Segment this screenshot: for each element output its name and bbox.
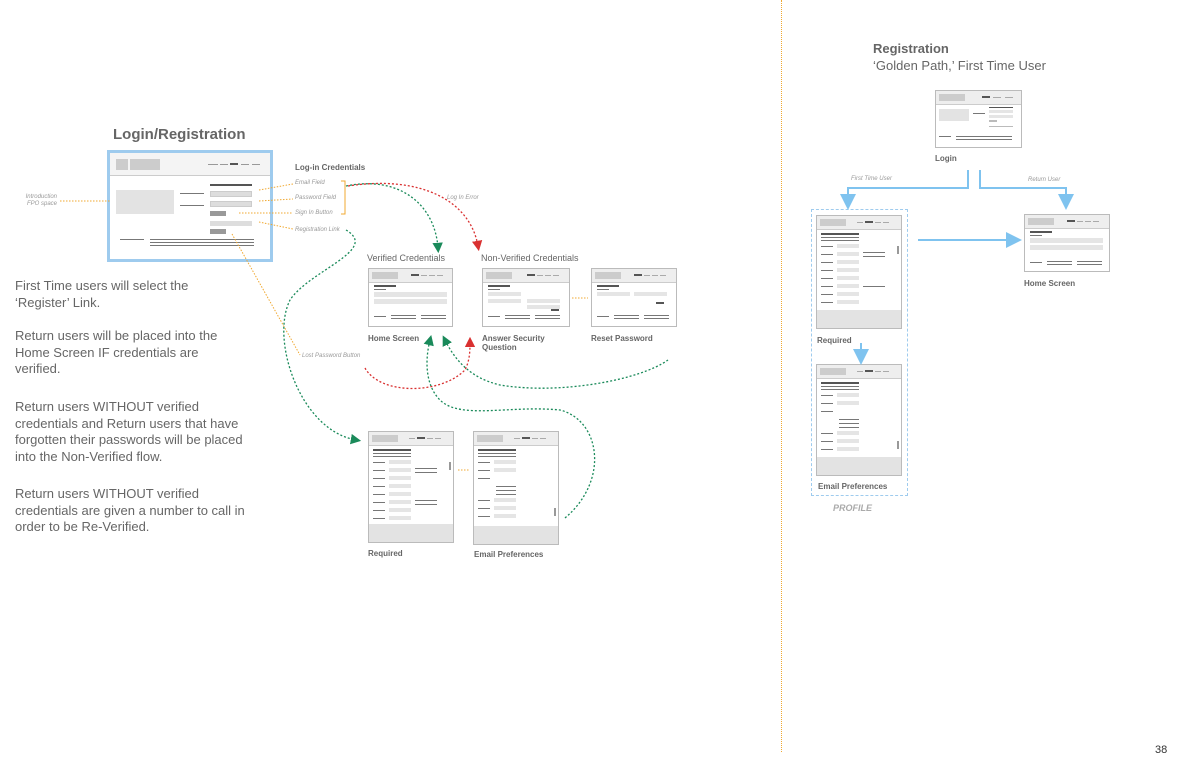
right-flow-arrows: [840, 170, 1074, 365]
password-field-annotation: Password Field: [295, 195, 337, 201]
reset-password-wireframe: [591, 268, 677, 327]
profile-label: PROFILE: [833, 503, 873, 513]
login-registration-title: Login/Registration: [113, 126, 246, 143]
right-home-screen-label: Home Screen: [1024, 279, 1076, 288]
return-user-label: Return User: [1028, 177, 1061, 183]
right-login-label: Login: [935, 154, 957, 163]
email-preferences-label: Email Preferences: [474, 550, 544, 559]
sign-in-button-annotation: Sign In Button: [295, 210, 333, 216]
required-label: Required: [368, 549, 403, 558]
description-paragraph-4: Return users WITHOUT verified credential…: [15, 486, 245, 534]
answer-security-label: Answer Security Question: [482, 334, 545, 352]
registration-subtitle: ‘Golden Path,’ First Time User: [873, 58, 1046, 73]
login-credentials-title: Log-in Credentials: [295, 163, 366, 172]
description-paragraph-3: Return users WITHOUT verified credential…: [15, 399, 243, 464]
registration-link-annotation: Registration Link: [295, 227, 340, 233]
right-home-screen-wireframe: [1024, 214, 1110, 272]
page-number: 38: [1155, 744, 1168, 756]
left-connectors: [60, 180, 669, 519]
verified-credentials-header: Verified Credentials: [367, 253, 446, 263]
right-required-wireframe: [816, 215, 902, 329]
log-in-error-annotation: Log In Error: [447, 195, 479, 201]
right-required-label: Required: [817, 336, 852, 345]
intro-fpo-label: Introduction FPO space: [25, 194, 57, 207]
registration-title: Registration: [873, 41, 949, 56]
home-screen-label: Home Screen: [368, 334, 420, 343]
login-wireframe: [107, 150, 273, 262]
non-verified-credentials-header: Non-Verified Credentials: [481, 253, 579, 263]
section-divider: [781, 0, 782, 752]
first-time-user-label: First Time User: [851, 176, 892, 182]
right-email-preferences-label: Email Preferences: [818, 482, 888, 491]
email-field-annotation: Email Field: [295, 180, 325, 186]
description-paragraph-2: Return users will be placed into the Hom…: [15, 328, 218, 376]
email-preferences-wireframe: [473, 431, 559, 545]
answer-security-wireframe: [482, 268, 570, 327]
profile-group: [811, 209, 908, 496]
right-email-preferences-wireframe: [816, 364, 902, 476]
right-login-wireframe: [935, 90, 1022, 148]
lost-password-annotation: Lost Password Button: [302, 353, 361, 359]
home-screen-wireframe: [368, 268, 453, 327]
description-paragraph-1: First Time users will select the ‘Regist…: [15, 278, 189, 310]
reset-password-label: Reset Password: [591, 334, 653, 343]
required-wireframe: [368, 431, 454, 543]
